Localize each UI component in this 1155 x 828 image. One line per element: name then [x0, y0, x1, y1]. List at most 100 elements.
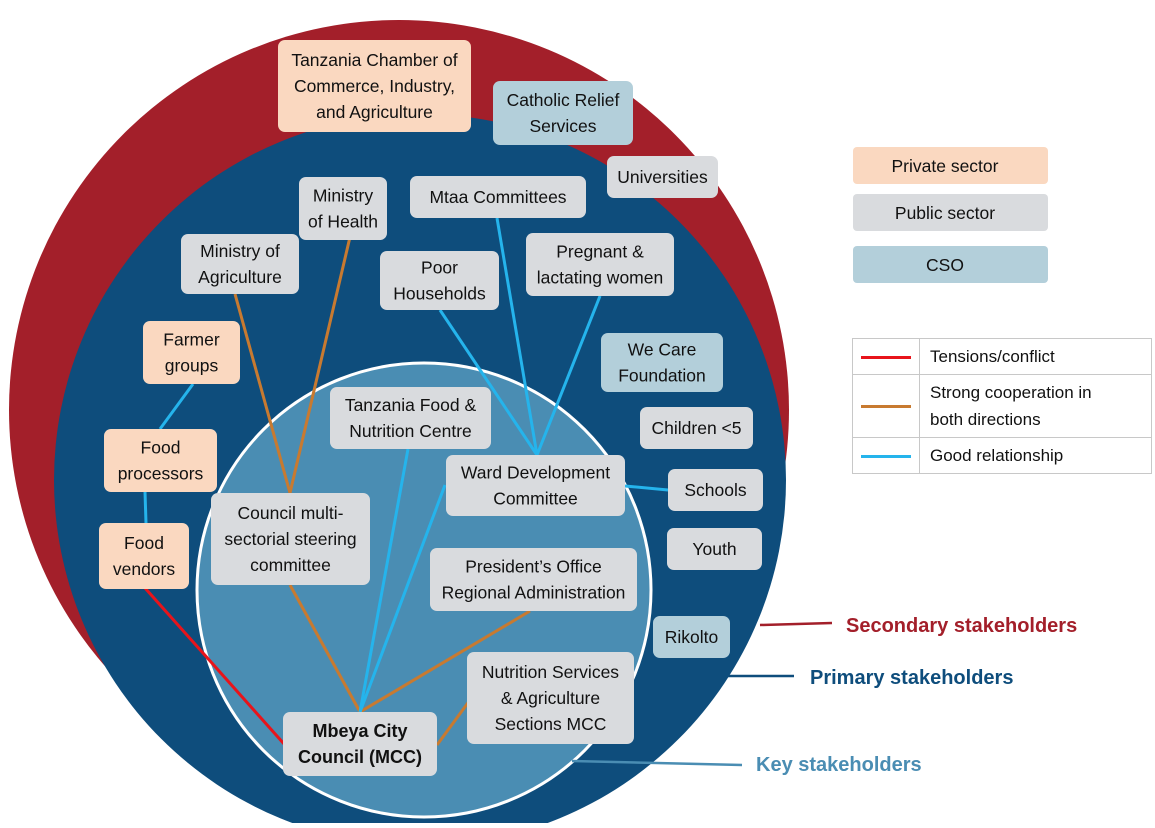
node-box-wecare	[601, 333, 723, 392]
node-label-farmer-2: groups	[165, 356, 219, 376]
node-label-processors-2: processors	[118, 464, 204, 484]
node-box-universities	[607, 156, 718, 198]
node-youth: Youth	[667, 528, 762, 570]
node-processors: Food processors	[104, 429, 217, 492]
node-label-wecare-1: We Care	[628, 340, 697, 360]
edge-good-farmer-processors	[158, 383, 195, 430]
node-label-moh-2: of Health	[308, 212, 378, 232]
node-label-tccia-3: and Agriculture	[316, 102, 433, 122]
node-label-moa-1: Ministry of	[200, 241, 280, 261]
node-label-poor-2: Households	[393, 284, 486, 304]
node-label-pora-1: President’s Office	[465, 557, 602, 577]
edge-good-pregnant-wdc	[535, 295, 602, 456]
node-box-rikolto	[653, 616, 730, 658]
node-label-universities-1: Universities	[617, 167, 708, 187]
node-box-moa	[181, 234, 299, 294]
legend-row-cooperation: Strong cooperation in both directions	[852, 374, 1152, 438]
node-mtaa: Mtaa Committees	[410, 176, 586, 218]
edge-good-wdc-schools	[624, 484, 669, 492]
node-label-youth-1: Youth	[692, 539, 736, 559]
legend-row-tension: Tensions/conflict	[852, 338, 1152, 375]
node-box-tfnc	[330, 387, 491, 449]
node-label-vendors-1: Food	[124, 533, 164, 553]
node-box-mtaa	[410, 176, 586, 218]
legend-label-cooperation-1: Strong cooperation in	[930, 383, 1092, 402]
edge-good-tfnc-mcc	[358, 448, 410, 713]
node-box-pregnant	[526, 233, 674, 296]
node-label-nutrition-3: Sections MCC	[495, 714, 607, 734]
node-label-pora-2: Regional Administration	[442, 583, 626, 603]
node-box-moh	[299, 177, 387, 240]
edge-cooperation-pora-mcc	[359, 609, 531, 714]
edge-cooperation-moh-council	[288, 236, 352, 494]
relationship-legend: Tensions/conflict Strong cooperation in b…	[852, 338, 1152, 474]
legend-label-cso: CSO	[926, 255, 964, 275]
node-farmer: Farmer groups	[143, 321, 240, 384]
node-label-processors-1: Food	[141, 438, 181, 458]
node-label-moh-1: Ministry	[313, 186, 374, 206]
node-label-wdc-1: Ward Development	[461, 463, 610, 483]
legend-label-private: Private sector	[892, 156, 999, 176]
node-council: Council multi-sectorial steeringcommitte…	[211, 493, 370, 585]
node-rikolto: Rikolto	[653, 616, 730, 658]
node-label-council-2: sectorial steering	[224, 529, 356, 549]
node-box-farmer	[143, 321, 240, 384]
key-pointer	[571, 759, 743, 767]
node-label-rikolto-1: Rikolto	[665, 627, 719, 647]
node-label-tccia-1: Tanzania Chamber of	[291, 50, 457, 70]
legend-label-tension: Tensions/conflict	[919, 338, 1152, 375]
node-label-crs-2: Services	[529, 116, 596, 136]
node-label-mcc-1: Mbeya City	[312, 721, 407, 741]
edge-good-processors-vendors	[143, 491, 148, 524]
node-box-processors	[104, 429, 217, 492]
node-label-farmer-1: Farmer	[163, 330, 220, 350]
node-box-poor	[380, 251, 499, 310]
legend-label-public: Public sector	[895, 203, 995, 223]
node-label-tccia-2: Commerce, Industry,	[294, 76, 455, 96]
good-line-swatch	[861, 454, 911, 458]
node-children: Children <5	[640, 407, 753, 449]
node-label-nutrition-2: & Agriculture	[501, 688, 600, 708]
node-tfnc: Tanzania Food & Nutrition Centre	[330, 387, 491, 449]
edge-good-mtaa-wdc	[495, 217, 539, 456]
node-label-crs-1: Catholic Relief	[507, 90, 620, 110]
node-universities: Universities	[607, 156, 718, 198]
node-box-youth	[667, 528, 762, 570]
node-label-children-1: Children <5	[652, 418, 742, 438]
node-box-children	[640, 407, 753, 449]
node-label-tfnc-1: Tanzania Food &	[345, 395, 477, 415]
node-moa: Ministry of Agriculture	[181, 234, 299, 294]
legend-swatch-cso	[853, 246, 1048, 283]
node-box-vendors	[99, 523, 189, 589]
edge-good-poor-wdc	[438, 309, 539, 456]
node-label-wecare-2: Foundation	[618, 366, 706, 386]
tension-line-swatch	[861, 355, 911, 359]
node-box-wdc	[446, 455, 625, 516]
edge-cooperation-moa-council	[233, 293, 292, 494]
node-label-wdc-2: Committee	[493, 489, 578, 509]
legend-label-cooperation-2: both directions	[930, 410, 1041, 429]
node-label-council-1: Council multi-	[238, 503, 344, 523]
edge-cooperation-nutrition-mcc	[435, 699, 472, 746]
node-box-council	[211, 493, 370, 585]
node-tccia: Tanzania Chamber of Commerce, Industry, an…	[278, 40, 471, 132]
primary-stakeholders-label: Primary stakeholders	[810, 667, 1013, 689]
secondary-stakeholders-label: Secondary stakeholders	[846, 615, 1077, 637]
node-label-poor-1: Poor	[421, 258, 458, 278]
node-label-tfnc-2: Nutrition Centre	[349, 421, 472, 441]
node-label-mcc-2: Council (MCC)	[298, 747, 422, 767]
node-label-moa-2: Agriculture	[198, 267, 282, 287]
edge-tension-vendors-mcc	[143, 587, 287, 746]
node-label-pregnant-2: lactating women	[537, 268, 663, 288]
node-nutrition: Nutrition Services& AgricultureSections …	[467, 652, 634, 744]
edge-cooperation-council-mcc	[288, 584, 362, 713]
